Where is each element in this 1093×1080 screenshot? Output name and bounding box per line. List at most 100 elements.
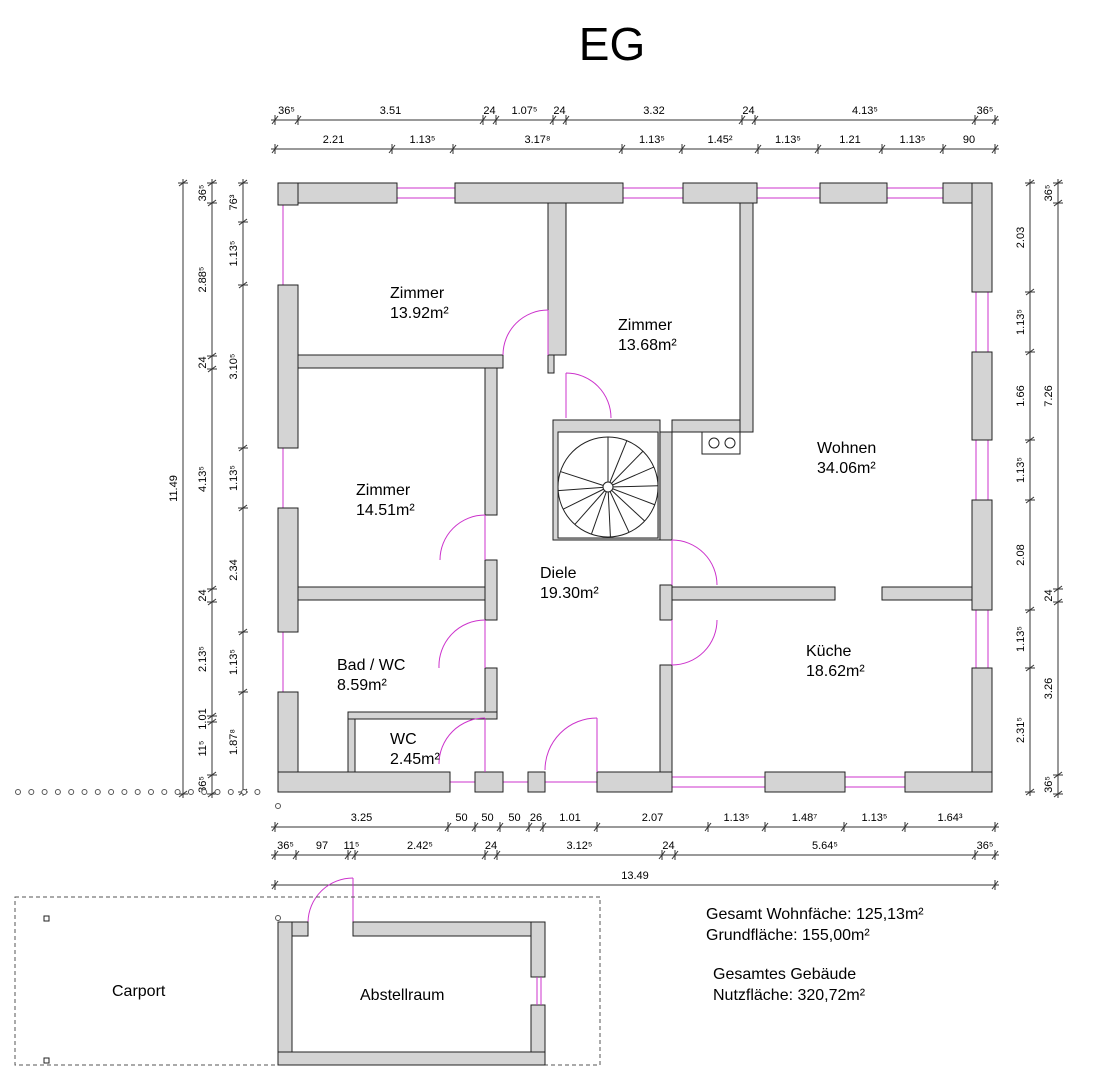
- room-name: Carport: [112, 983, 166, 1000]
- dimension-label: 26: [530, 812, 542, 824]
- svg-text:Gesamt Wohnfäche: 125,13m²: Gesamt Wohnfäche: 125,13m²: [706, 906, 924, 923]
- dimension-label: 1.64³: [937, 812, 962, 824]
- dimension-label: 1.13⁵: [1015, 309, 1027, 335]
- dimension-label: 24: [483, 105, 495, 117]
- dimension-label: 4.13⁵: [852, 105, 878, 117]
- room-area: 34.06m²: [817, 460, 876, 477]
- dimension-label: 13.49: [621, 870, 649, 882]
- dimension-label: 2.21: [323, 134, 344, 146]
- room-area: 14.51m²: [356, 502, 415, 519]
- dimension-label: 3.26: [1043, 678, 1055, 699]
- room-name: Küche: [806, 643, 851, 660]
- dimension-label: 3.32: [643, 105, 664, 117]
- dimension-label: 2.13⁵: [197, 646, 209, 672]
- doors: [307, 309, 718, 923]
- room-area: 2.45m²: [390, 751, 440, 768]
- dimension-label: 1.48⁷: [792, 812, 817, 824]
- dimension-label: 1.13⁵: [228, 649, 240, 675]
- dimension-label: 90: [963, 134, 975, 146]
- dimension-label: 11⁵: [344, 840, 360, 852]
- dimension-label: 1.13⁵: [724, 812, 750, 824]
- dimension-label: 1.45²: [707, 134, 732, 146]
- area-summary: Gesamt Wohnfäche: 125,13m² Grundfläche: …: [706, 906, 924, 1004]
- dimension-label: 1.13⁵: [639, 134, 665, 146]
- dimension-label: 24: [553, 105, 565, 117]
- dimension-label: 2.31⁵: [1015, 717, 1027, 743]
- dimension-label: 1.13⁵: [775, 134, 801, 146]
- dimension-label: 1.07⁵: [512, 105, 538, 117]
- dimension-label: 1.66: [1015, 385, 1027, 406]
- dimension-label: 2.88⁵: [197, 267, 209, 293]
- room-area: 18.62m²: [806, 663, 865, 680]
- dimension-label: 3.17⁸: [524, 134, 550, 146]
- windows: [282, 187, 989, 788]
- room-name: Zimmer: [618, 317, 673, 334]
- dimension-label: 11.49: [168, 475, 180, 502]
- dimension-label: 36⁵: [1043, 776, 1055, 793]
- room-area: 13.68m²: [618, 337, 677, 354]
- plan-title: EG: [579, 18, 645, 70]
- room-name: Diele: [540, 565, 577, 582]
- dimension-label: 1.13⁵: [410, 134, 436, 146]
- dimension-label: 24: [197, 356, 209, 368]
- dimension-label: 2.42⁵: [407, 840, 433, 852]
- dimension-label: 36⁵: [278, 105, 295, 117]
- dimension-label: 50: [508, 812, 520, 824]
- svg-text:Gesamtes Gebäude: Gesamtes Gebäude: [713, 966, 856, 983]
- dimension-label: 76³: [228, 194, 240, 210]
- dimension-label: 3.25: [351, 812, 372, 824]
- dimension-label: 3.51: [380, 105, 401, 117]
- dimension-label: 36⁵: [1043, 185, 1055, 202]
- room-name: Abstellraum: [360, 987, 444, 1004]
- dimension-label: 1.13⁵: [1015, 626, 1027, 652]
- grid-dots: [15, 789, 281, 921]
- room-area: 13.92m²: [390, 305, 449, 322]
- dimension-label: 3.10⁵: [228, 354, 240, 380]
- dimension-label: 1.13⁵: [900, 134, 926, 146]
- dimension-label: 24: [197, 589, 209, 601]
- dimension-label: 1.13⁵: [862, 812, 888, 824]
- dimension-label: 24: [485, 840, 497, 852]
- room-name: Bad / WC: [337, 657, 405, 674]
- room-name: WC: [390, 731, 417, 748]
- dimension-label: 36⁵: [277, 840, 294, 852]
- dimension-label: 50: [481, 812, 493, 824]
- dimension-label: 1.01: [197, 708, 209, 729]
- room-area: 8.59m²: [337, 677, 387, 694]
- dimension-label: 2.03: [1015, 227, 1027, 248]
- dimension-label: 36⁵: [977, 840, 994, 852]
- dimension-label: 2.08: [1015, 544, 1027, 565]
- dimension-label: 2.07: [642, 812, 663, 824]
- dimension-label: 1.87⁸: [228, 729, 240, 755]
- room-area: 19.30m²: [540, 585, 599, 602]
- stove: [701, 431, 741, 455]
- dimension-label: 1.13⁵: [1015, 457, 1027, 483]
- svg-text:Nutzfläche: 320,72m²: Nutzfläche: 320,72m²: [713, 987, 866, 1004]
- room-name: Zimmer: [390, 285, 445, 302]
- dimension-label: 1.13⁵: [228, 465, 240, 491]
- dimension-lines: 36⁵ 3.51 24 1.07⁵ 24 3.32 24 4.13⁵ 36⁵ 2.21 1.13⁵ 3…: [168, 105, 1063, 890]
- dimension-label: 36⁵: [977, 105, 994, 117]
- dimension-label: 1.01: [559, 812, 580, 824]
- dimension-label: 36⁵: [197, 185, 209, 202]
- room-name: Zimmer: [356, 482, 411, 499]
- room-labels: Zimmer 13.92m² Zimmer 13.68m² Zimmer 14.…: [112, 285, 876, 1004]
- dimension-label: 50: [455, 812, 467, 824]
- dimension-label: 24: [742, 105, 754, 117]
- dimension-label: 3.12⁵: [567, 840, 593, 852]
- dimension-label: 1.21: [839, 134, 860, 146]
- dimension-label: 2.34: [228, 559, 240, 580]
- storage-walls: [277, 921, 546, 1066]
- dimension-label: 7.26: [1043, 385, 1055, 406]
- dimension-label: 1.13⁵: [228, 241, 240, 267]
- dimension-label: 24: [662, 840, 674, 852]
- spiral-staircase: [557, 431, 659, 539]
- dimension-label: 4.13⁵: [197, 466, 209, 492]
- room-name: Wohnen: [817, 440, 876, 457]
- svg-text:Grundfläche: 155,00m²: Grundfläche: 155,00m²: [706, 927, 870, 944]
- dimension-label: 24: [1043, 589, 1055, 601]
- dimension-label: 5.64⁵: [812, 840, 838, 852]
- dimension-label: 97: [316, 840, 328, 852]
- dimension-label: 36⁵: [197, 776, 209, 793]
